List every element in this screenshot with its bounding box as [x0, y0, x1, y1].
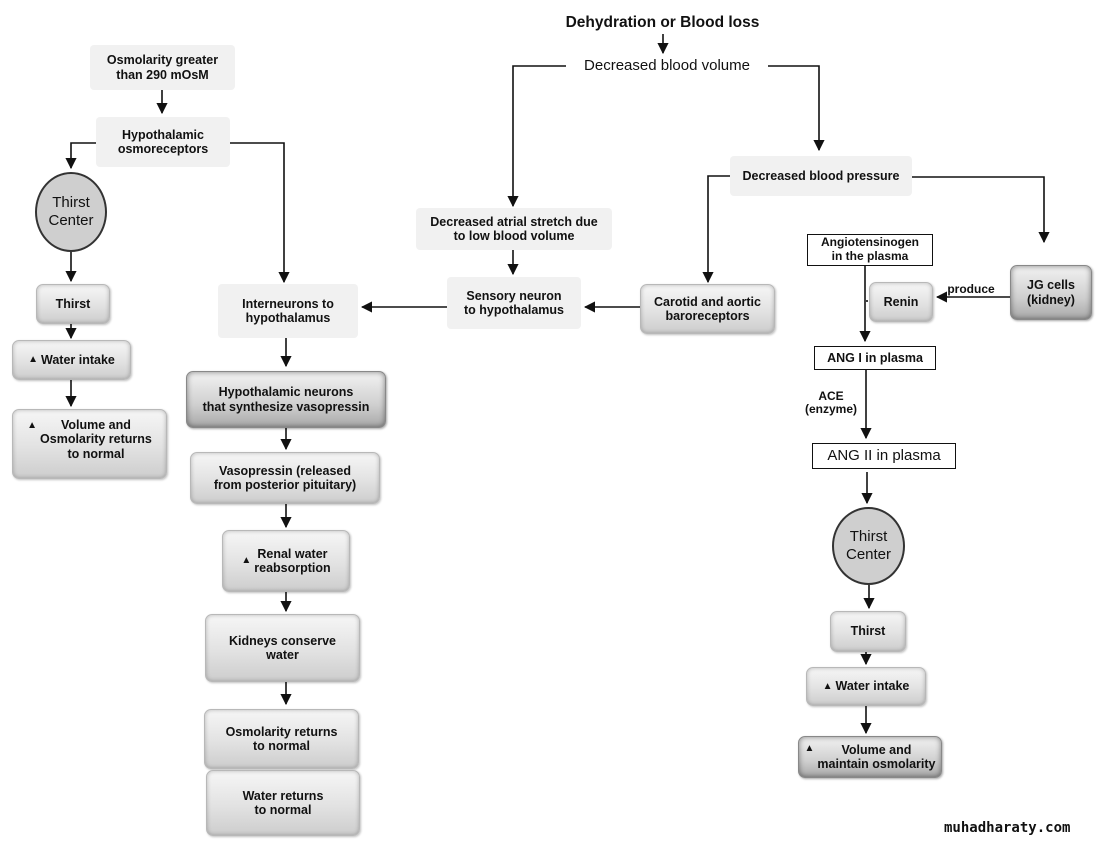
ace-enzyme-label: ACE (enzyme): [804, 389, 857, 417]
hypothalamic-neurons: Hypothalamic neurons that synthesize vas…: [186, 371, 386, 428]
renal-water-reabsorption: ▲Renal water reabsorption: [222, 530, 350, 592]
ang-ii-plasma: ANG II in plasma: [812, 443, 956, 469]
water-intake-left-label: Water intake: [41, 352, 115, 367]
decreased-atrial-stretch: Decreased atrial stretch due to low bloo…: [416, 208, 612, 250]
up-arrow-icon: ▲: [822, 680, 833, 692]
arrow-pressure-to-baroreceptors: [702, 175, 730, 284]
renal-water-label: Renal water reabsorption: [254, 546, 331, 575]
watermark: muhadharaty.com: [944, 820, 1071, 836]
water-intake-right: ▲Water intake: [806, 667, 926, 706]
arrow-osmoreceptors-to-thirst-center: [65, 142, 96, 170]
arrow-volume-to-pressure: [768, 65, 825, 152]
volume-osmolarity-normal: ▲Volume and Osmolarity returns to normal: [12, 409, 167, 479]
volume-maintain-label: Volume and maintain osmolarity: [817, 742, 936, 771]
water-intake-left: ▲Water intake: [12, 340, 131, 380]
kidneys-conserve-water: Kidneys conserve water: [205, 614, 360, 682]
renin: Renin: [869, 282, 933, 322]
up-arrow-icon: ▲: [27, 420, 38, 431]
arrow-volume-to-atrial: [507, 65, 566, 208]
angiotensinogen-plasma: Angiotensinogen in the plasma: [807, 234, 933, 266]
sensory-neuron: Sensory neuron to hypothalamus: [447, 277, 581, 329]
diagram-title: Dehydration or Blood loss: [565, 14, 760, 31]
produce-label: produce: [947, 282, 995, 296]
up-arrow-icon: ▲: [241, 555, 252, 567]
jg-cells-kidney: JG cells (kidney): [1010, 265, 1092, 320]
decreased-blood-pressure: Decreased blood pressure: [730, 156, 912, 196]
water-intake-right-label: Water intake: [835, 679, 910, 694]
thirst-center-left: Thirst Center: [35, 172, 107, 252]
interneurons-to-hypothalamus: Interneurons to hypothalamus: [218, 284, 358, 338]
up-arrow-icon: ▲: [28, 354, 39, 366]
osmolarity-returns-normal: Osmolarity returns to normal: [204, 709, 359, 769]
thirst-right: Thirst: [830, 611, 906, 652]
carotid-aortic-baroreceptors: Carotid and aortic baroreceptors: [640, 284, 775, 334]
decreased-blood-volume: Decreased blood volume: [566, 55, 768, 77]
ang-i-plasma: ANG I in plasma: [814, 346, 936, 370]
volume-maintain-osmolarity: ▲Volume and maintain osmolarity: [798, 736, 942, 778]
volume-osmolarity-normal-label: Volume and Osmolarity returns to normal: [40, 418, 152, 461]
water-returns-normal: Water returns to normal: [206, 770, 360, 836]
thirst-center-right: Thirst Center: [832, 507, 905, 585]
up-arrow-icon: ▲: [804, 743, 815, 754]
arrow-osmoreceptors-to-interneurons: [230, 142, 290, 284]
vasopressin-release: Vasopressin (released from posterior pit…: [190, 452, 380, 504]
thirst-left: Thirst: [36, 284, 110, 324]
hypothalamic-osmoreceptors: Hypothalamic osmoreceptors: [96, 117, 230, 167]
arrow-pressure-to-jg: [912, 176, 1050, 244]
osmolarity-greater: Osmolarity greater than 290 mOsM: [90, 45, 235, 90]
